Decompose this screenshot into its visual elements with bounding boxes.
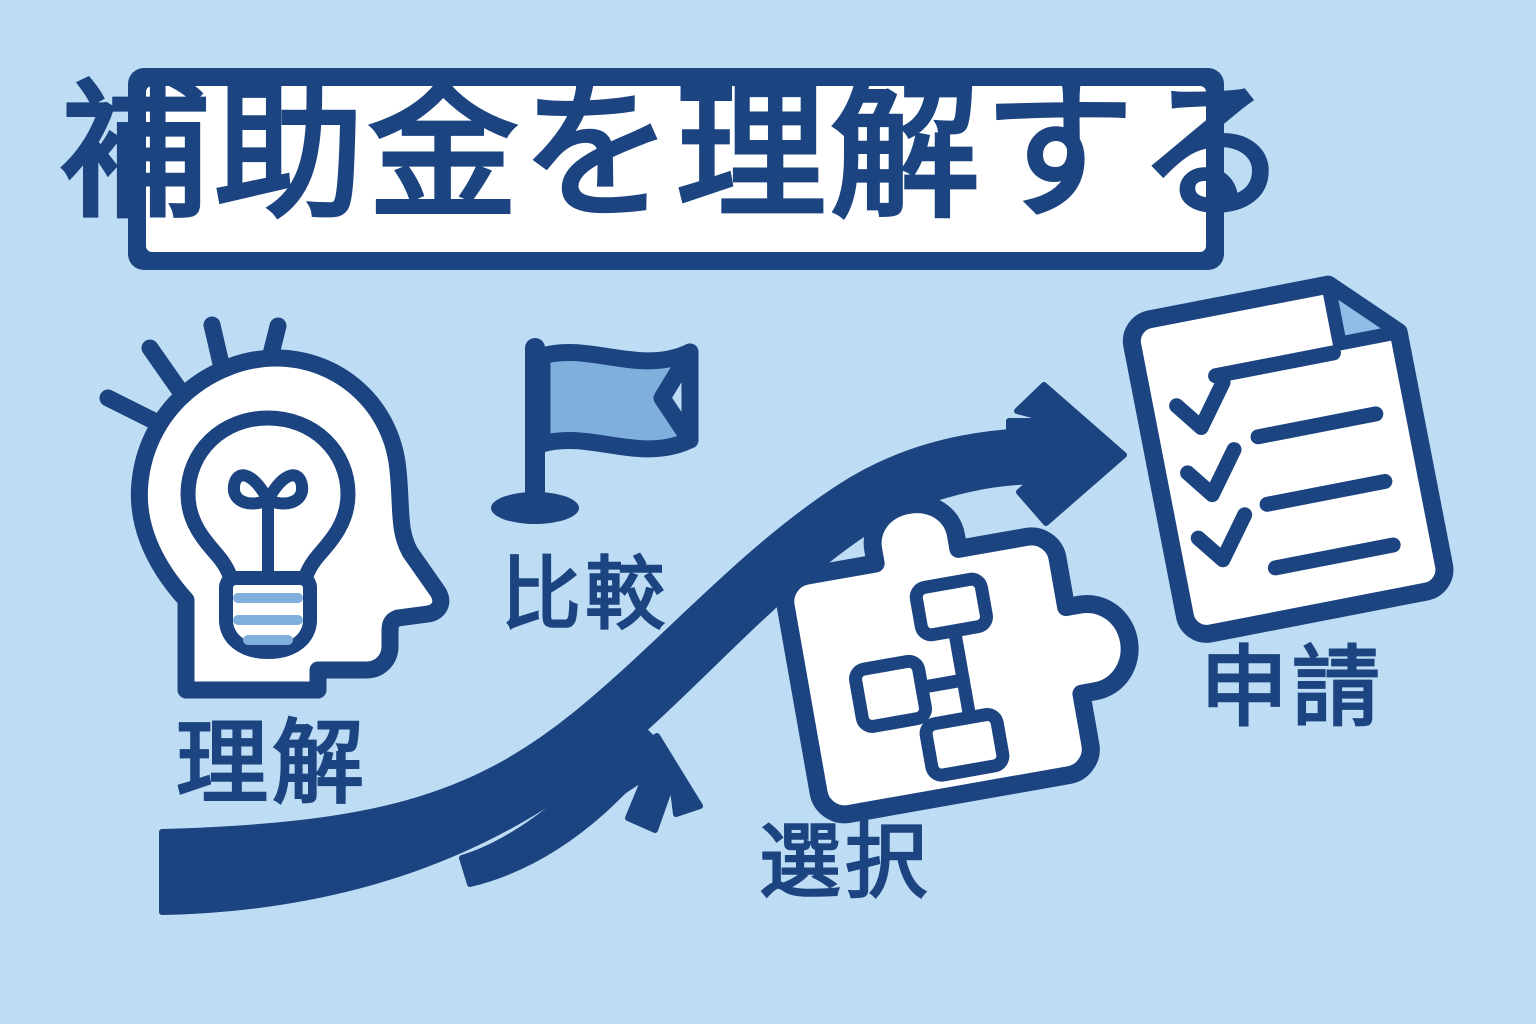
- document-fold-corner-icon: [1321, 277, 1406, 351]
- flag-base-icon: [491, 492, 579, 524]
- puzzle-node-top: [909, 572, 993, 642]
- step-label-apply: 申請: [1200, 636, 1384, 739]
- flag-notch-icon: [653, 343, 699, 449]
- sparkle-icon: [99, 316, 287, 429]
- step-apply[interactable]: 申請: [1122, 273, 1454, 739]
- main-progress-arrow: [159, 382, 1127, 915]
- step-label-understand: 理解: [176, 710, 368, 817]
- step-understand[interactable]: 理解: [99, 316, 450, 817]
- secondary-arrow-head: [597, 733, 703, 833]
- secondary-progress-arrow: [459, 723, 703, 887]
- step-label-compare: 比較: [501, 548, 669, 641]
- main-arrow-head: [1006, 382, 1127, 526]
- title-banner: 補助金を理解する: [60, 66, 1292, 270]
- step-compare[interactable]: 比較: [491, 338, 699, 641]
- step-label-select: 選択: [759, 815, 931, 910]
- puzzle-node-left: [849, 654, 932, 733]
- title-banner-inner: [146, 86, 1206, 252]
- page-title: 補助金を理解する: [60, 66, 1292, 240]
- step-select[interactable]: 選択: [759, 471, 1150, 910]
- puzzle-node-bottom: [919, 708, 1010, 782]
